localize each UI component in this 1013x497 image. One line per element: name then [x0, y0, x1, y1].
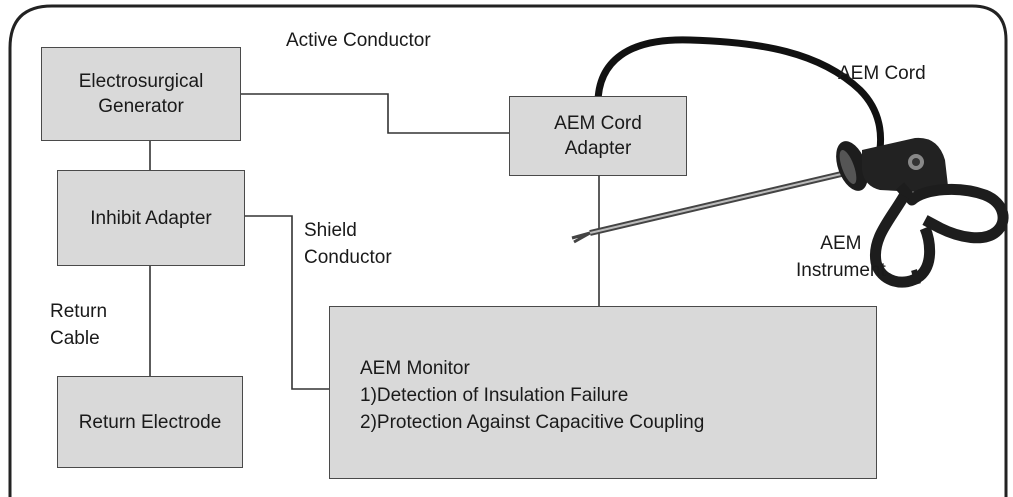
- aem-instrument-label: AEM Instrument: [796, 233, 886, 281]
- aem-cord-label: AEM Cord: [838, 63, 926, 84]
- monitor-line-2: 2)Protection Against Capacitive Coupling: [360, 412, 705, 433]
- cord-adapter-label: AEM Cord Adapter: [554, 113, 642, 159]
- aem-cord: [594, 36, 884, 164]
- shield-conductor-label: Shield Conductor: [304, 220, 392, 268]
- monitor-line-1: 1)Detection of Insulation Failure: [360, 385, 629, 406]
- generator-label: Electrosurgical Generator: [78, 71, 204, 117]
- inhibit-adapter-box: Inhibit Adapter: [57, 170, 245, 266]
- active-conductor-label: Active Conductor: [286, 30, 431, 51]
- aem-instrument: [571, 137, 1009, 288]
- shield-conductor-line: [245, 215, 330, 390]
- return-cable-label: Return Cable: [50, 301, 108, 349]
- aem-monitor-box: AEM Monitor 1)Detection of Insulation Fa…: [329, 306, 877, 479]
- return-electrode-label: Return Electrode: [78, 411, 222, 433]
- electrosurgical-generator-box: Electrosurgical Generator: [41, 47, 241, 141]
- aem-cord-adapter-box: AEM Cord Adapter: [509, 96, 687, 176]
- inhibit-adapter-label: Inhibit Adapter: [90, 207, 212, 229]
- outer-frame: [8, 4, 1008, 497]
- return-electrode-box: Return Electrode: [57, 376, 243, 468]
- monitor-title: AEM Monitor: [360, 358, 470, 379]
- active-conductor-line: [240, 93, 510, 134]
